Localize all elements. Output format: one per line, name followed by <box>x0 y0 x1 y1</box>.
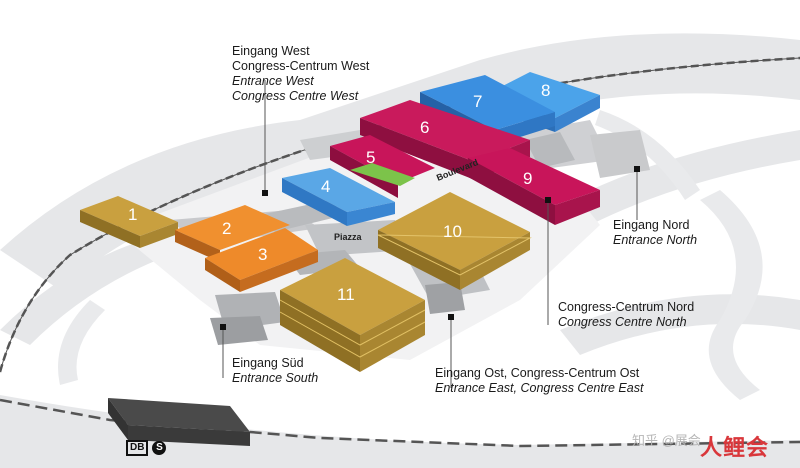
hall-8-number: 8 <box>541 81 550 100</box>
entrance-west-label: Eingang West Congress-Centrum West Entra… <box>232 44 369 104</box>
s-bahn-badge: S <box>152 441 167 455</box>
hall-11[interactable] <box>279 258 426 372</box>
watermark-text: 知乎 @展会 <box>632 433 701 448</box>
railway-line <box>0 56 800 448</box>
station-badges: DB S <box>126 440 167 456</box>
piazza-label: Piazza <box>334 232 363 242</box>
entrance-east-label: Eingang Ost, Congress-Centrum Ost Entran… <box>435 366 643 396</box>
entrance-west-line3: Entrance West <box>232 74 314 88</box>
brand-logo: 人鲤会 <box>700 435 770 460</box>
hall-6-number: 6 <box>420 118 429 137</box>
railway-station <box>108 398 250 446</box>
entrance-west-line4: Congress Centre West <box>232 89 359 103</box>
entrance-east-line1: Eingang Ost, Congress-Centrum Ost <box>435 366 640 380</box>
hall-10[interactable] <box>377 192 532 290</box>
hall-1-number: 1 <box>128 205 137 224</box>
entrance-west-line2: Congress-Centrum West <box>232 59 370 73</box>
entrance-markers <box>220 80 640 388</box>
hall-2[interactable] <box>175 205 290 262</box>
hall-5[interactable] <box>330 135 435 198</box>
cc-north-line2: Congress Centre North <box>558 315 687 329</box>
entrance-east-line2: Entrance East, Congress Centre East <box>435 381 644 395</box>
hall-7-number: 7 <box>473 92 482 111</box>
cc-north-line1: Congress-Centrum Nord <box>558 300 695 314</box>
entrance-north-line1: Eingang Nord <box>613 218 690 232</box>
hall-4[interactable] <box>282 168 395 226</box>
entrance-south-label: Eingang Süd Entrance South <box>232 356 318 386</box>
entrance-north-line2: Entrance North <box>613 233 698 247</box>
entrance-north-label: Eingang Nord Entrance North <box>613 218 697 248</box>
hall-3[interactable] <box>205 228 318 292</box>
hall-4-number: 4 <box>321 177 330 196</box>
hall-2-number: 2 <box>222 219 231 238</box>
hall-11-number: 11 <box>337 285 355 304</box>
hall-9-number: 9 <box>523 169 532 188</box>
entrance-west-line1: Eingang West <box>232 44 310 58</box>
congress-centre-north-label: Congress-Centrum Nord Congress Centre No… <box>558 300 694 330</box>
entrance-south-line2: Entrance South <box>232 371 319 385</box>
hall-5-number: 5 <box>366 148 375 167</box>
db-badge: DB <box>126 440 149 456</box>
hall-9[interactable] <box>468 148 600 225</box>
hall-10-number: 10 <box>443 222 462 241</box>
hall-3-number: 3 <box>258 245 267 264</box>
entrance-south-line1: Eingang Süd <box>232 356 304 370</box>
hall-1[interactable] <box>80 196 178 248</box>
